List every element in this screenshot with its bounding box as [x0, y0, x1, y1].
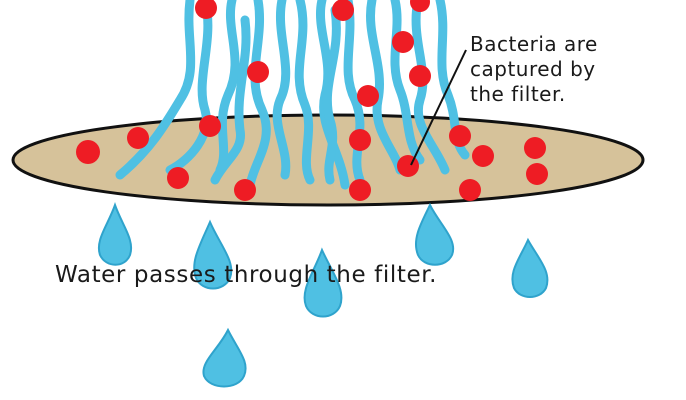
- bacterium: [409, 65, 431, 87]
- bacterium: [349, 179, 371, 201]
- bacterium: [524, 137, 546, 159]
- bacterium: [459, 179, 481, 201]
- bacterium: [526, 163, 548, 185]
- bacterium: [127, 127, 149, 149]
- water-droplet-icon: [416, 205, 453, 265]
- water-droplet-icon: [512, 240, 547, 297]
- water-droplet-icon: [203, 330, 245, 387]
- water-stream: [327, 10, 336, 180]
- bacteria-label-line: Bacteria are: [470, 32, 598, 57]
- bacterium: [234, 179, 256, 201]
- bacterium: [199, 115, 221, 137]
- bacterium: [332, 0, 354, 21]
- bacterium: [357, 85, 379, 107]
- bacteria-label-line: captured by: [470, 57, 598, 82]
- bacterium: [167, 167, 189, 189]
- bacterium: [472, 145, 494, 167]
- bacterium: [392, 31, 414, 53]
- water-droplet-icon: [99, 205, 131, 265]
- bacteria-label-line: the filter.: [470, 82, 598, 107]
- water-droplets: [99, 205, 548, 387]
- bacterium: [247, 61, 269, 83]
- bacterium: [76, 140, 100, 164]
- bacteria-captured-label: Bacteria are captured by the filter.: [470, 32, 598, 107]
- water-passes-label: Water passes through the filter.: [55, 262, 437, 288]
- bacterium: [449, 125, 471, 147]
- bacterium: [195, 0, 217, 19]
- bacterium: [349, 129, 371, 151]
- bacterium: [397, 155, 419, 177]
